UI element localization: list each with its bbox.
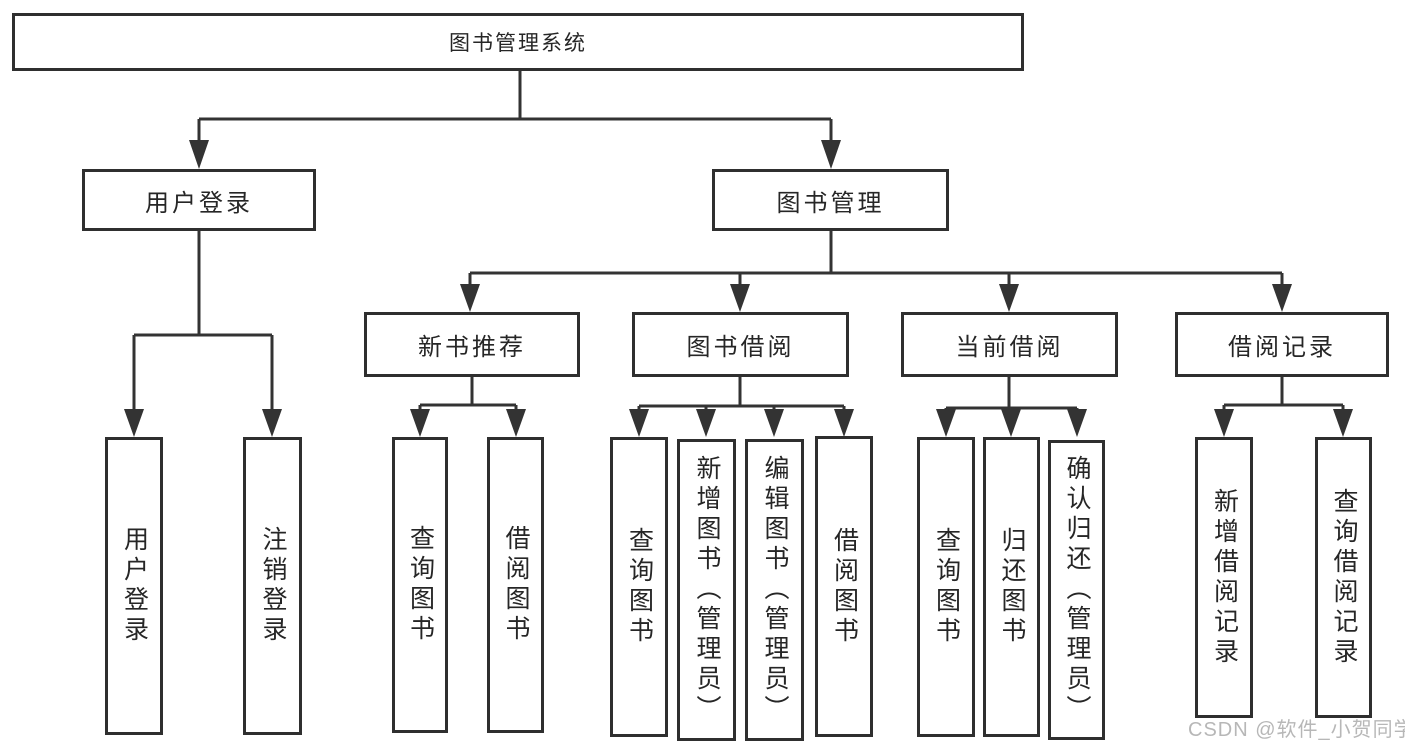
node-br-add-record-label: 新增借阅记录 [1210,487,1239,668]
node-br-add-record: 新增借阅记录 [1195,437,1253,718]
node-bb-query-books: 查询图书 [610,437,668,737]
connector-user-login-children [124,231,282,437]
connector-borrow-records-children [1214,377,1353,437]
node-cb-confirm-return-label: 确认归还（管理员） [1063,455,1091,725]
node-user-login-label: 用户登录 [145,189,253,217]
node-cb-query-books: 查询图书 [917,437,975,737]
node-bb-borrow-books: 借阅图书 [815,436,873,737]
node-nb-borrow-books-label: 借阅图书 [502,525,530,645]
node-ul-user-login-label: 用户登录 [120,526,149,646]
node-cb-return-books: 归还图书 [983,437,1040,737]
node-bb-query-books-label: 查询图书 [625,527,654,647]
connector-book-mgmt-children [460,231,1292,312]
node-new-book-rec: 新书推荐 [364,312,580,377]
node-br-query-record: 查询借阅记录 [1315,437,1372,718]
node-bb-borrow-books-label: 借阅图书 [830,526,859,647]
connector-book-borrow-children [629,377,854,437]
node-bb-edit-books-label: 编辑图书（管理员） [761,455,789,725]
connector-root-to-level2 [189,70,841,169]
node-cb-query-books-label: 查询图书 [932,527,961,647]
node-current-borrow: 当前借阅 [901,312,1118,377]
node-book-borrow-label: 图书借阅 [686,334,795,361]
node-br-query-record-label: 查询借阅记录 [1330,487,1358,668]
connector-current-borrow-children [936,377,1087,437]
csdn-watermark: CSDN @软件_小贺同学 [1188,719,1405,741]
node-cb-confirm-return: 确认归还（管理员） [1048,440,1105,740]
node-borrow-records-label: 借阅记录 [1228,334,1336,361]
node-bb-add-books: 新增图书（管理员） [677,439,736,741]
node-bb-edit-books: 编辑图书（管理员） [745,439,804,741]
node-book-borrow: 图书借阅 [632,312,849,377]
node-cb-return-books-label: 归还图书 [998,527,1026,647]
node-root: 图书管理系统 [12,13,1024,71]
node-current-borrow-label: 当前借阅 [955,334,1064,361]
node-nb-query-books-label: 查询图书 [406,525,435,645]
node-book-mgmt-label: 图书管理 [776,189,885,217]
node-bb-add-books-label: 新增图书（管理员） [693,455,721,725]
node-user-login: 用户登录 [82,169,316,231]
node-book-mgmt: 图书管理 [712,169,949,231]
node-new-book-rec-label: 新书推荐 [418,334,526,361]
connector-new-book-rec-children [410,377,526,437]
node-nb-query-books: 查询图书 [392,437,448,733]
node-borrow-records: 借阅记录 [1175,312,1389,377]
node-ul-logout-label: 注销登录 [259,526,287,646]
node-nb-borrow-books: 借阅图书 [487,437,544,733]
node-ul-user-login: 用户登录 [105,437,163,735]
node-ul-logout: 注销登录 [243,437,302,735]
node-root-label: 图书管理系统 [449,32,587,55]
